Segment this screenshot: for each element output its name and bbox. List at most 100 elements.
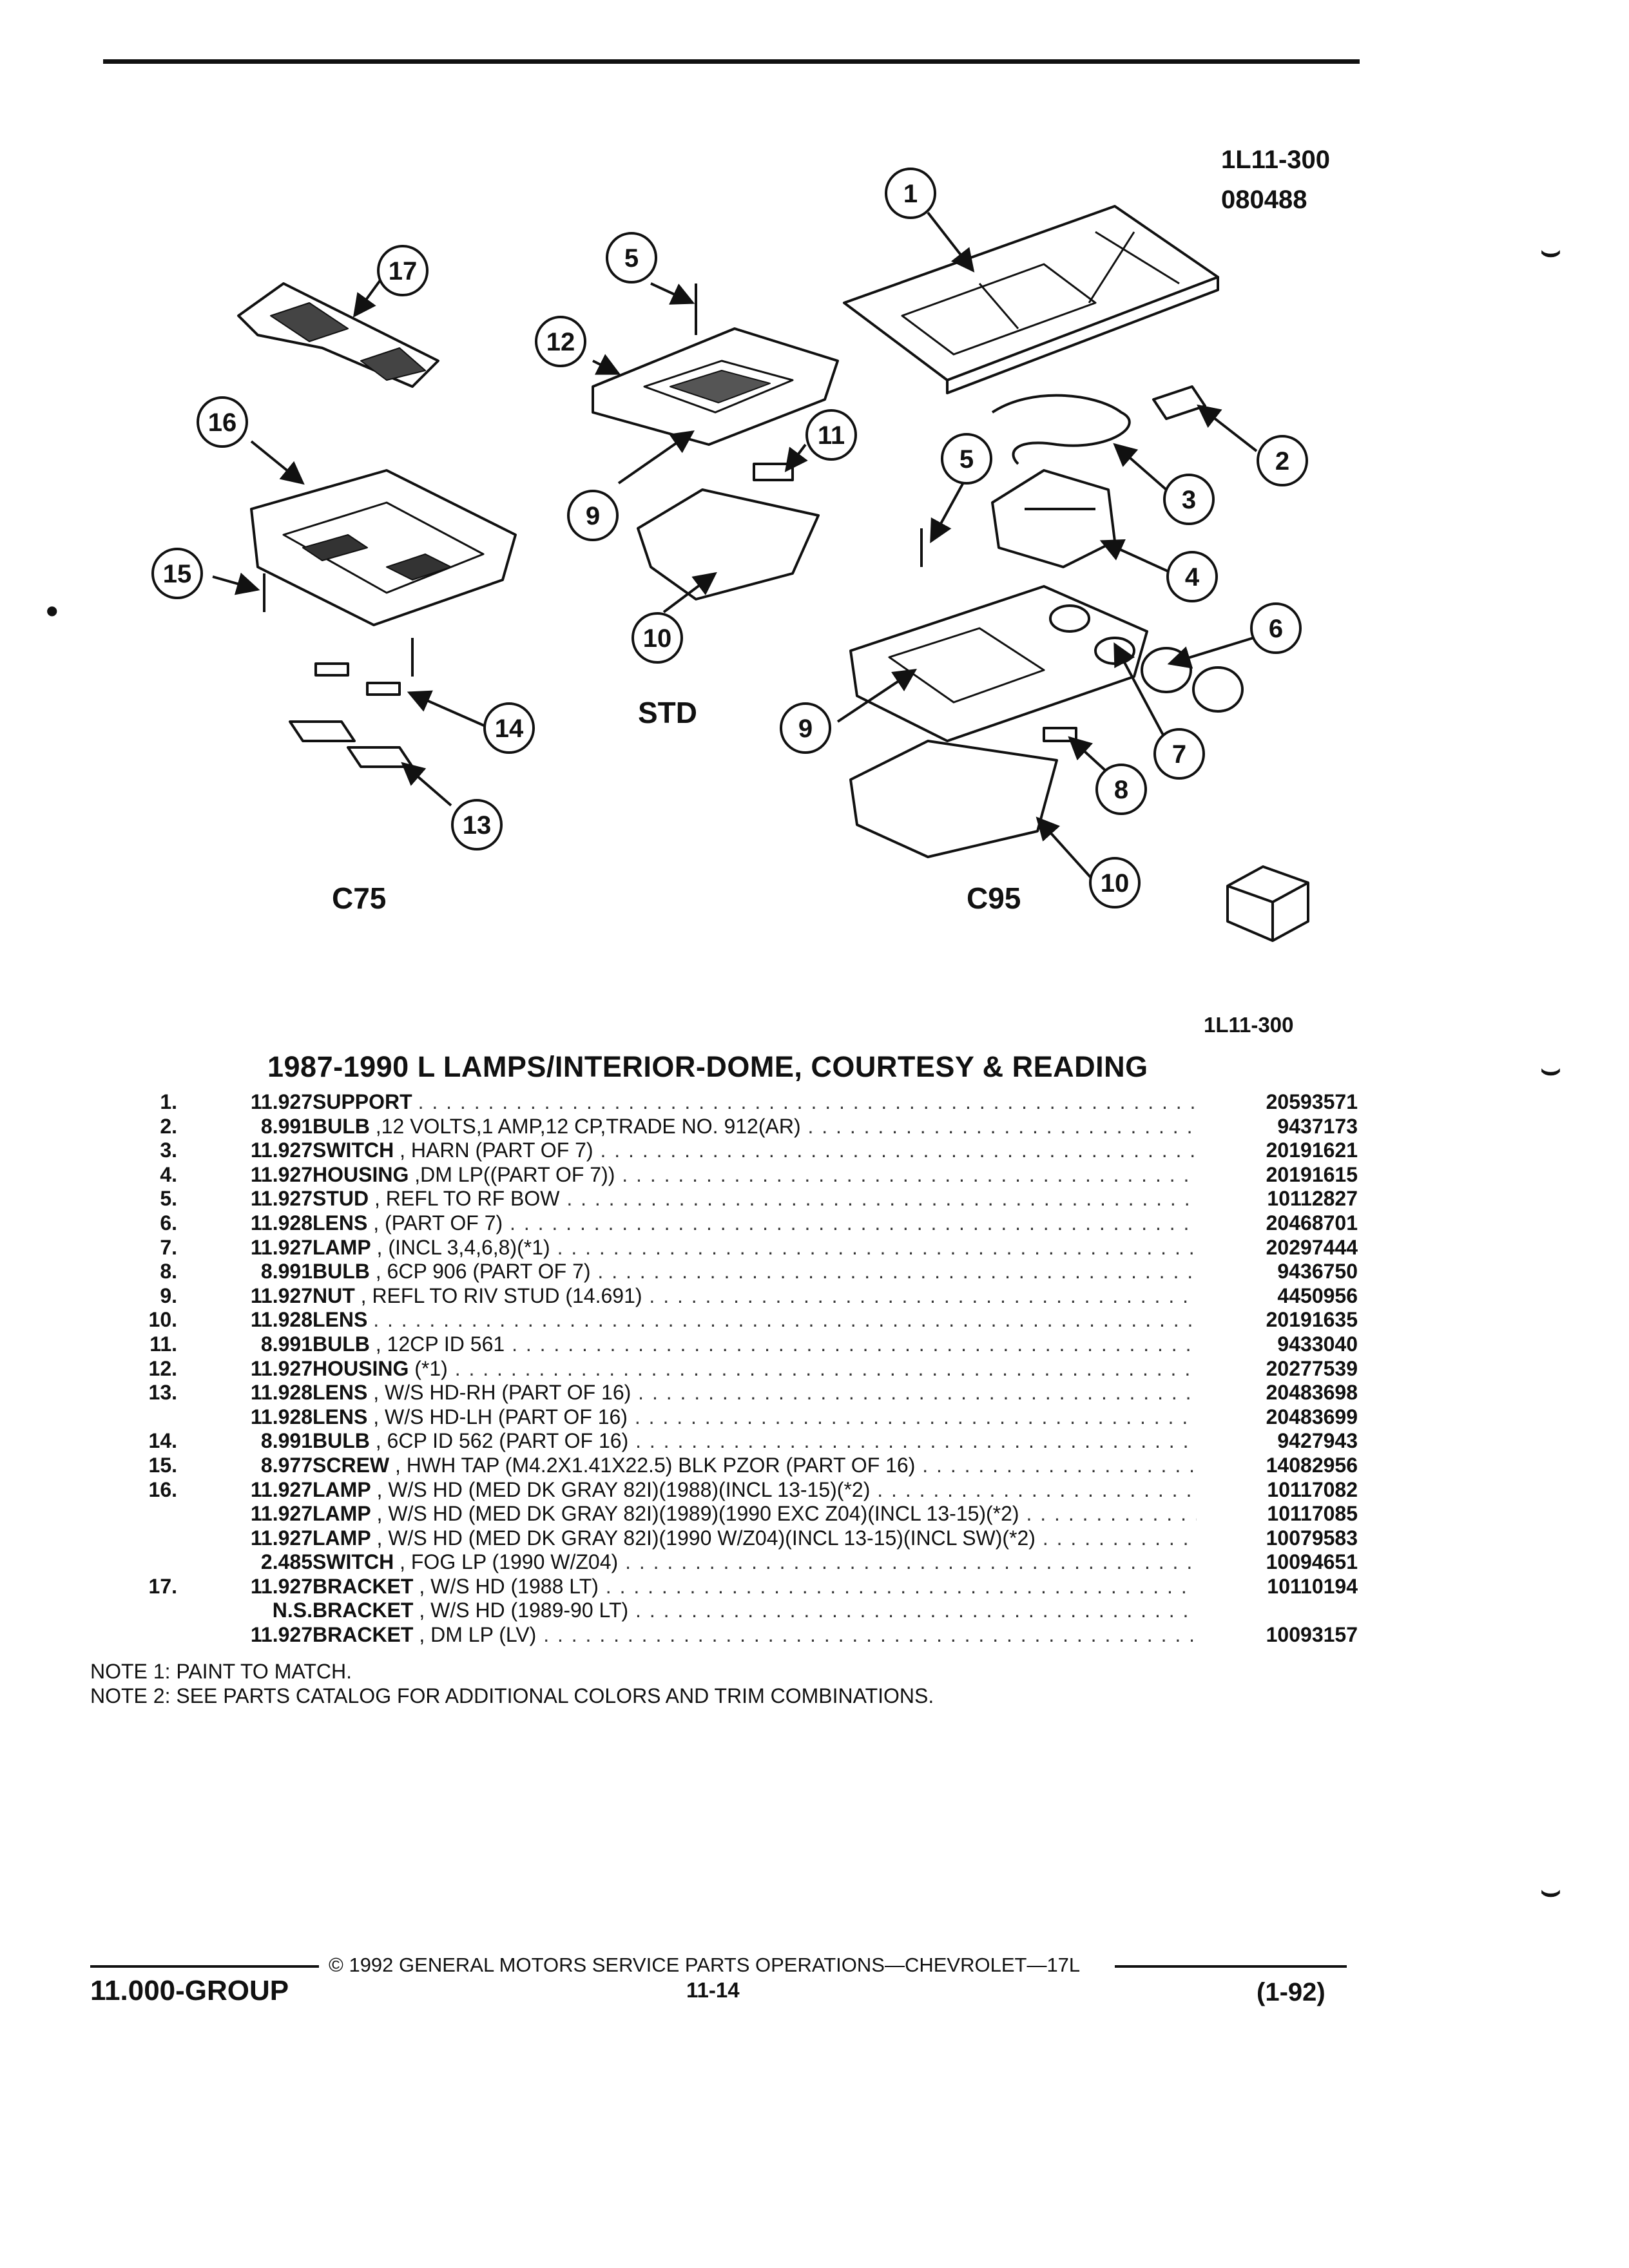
part-number: 20468701 [1266,1211,1358,1235]
leader-dots: . . . . . . . . . . . . . . . . . . . . … [622,1162,1197,1186]
callout-number: 2 [1275,447,1289,476]
part-spec: , W/S HD (MED DK GRAY 82I)(1989)(1990 EX… [376,1502,1019,1526]
leader-dots: . . . . . . . . . . . . . . . . . . . . … [638,1381,1197,1405]
group-number: 11.927 [250,1090,313,1113]
exploded-parts-diagram: 1 2 3 4 5 5 6 7 8 9 9 10 10 11 12 13 14 … [151,168,1309,942]
part-description: SUPPORT . . . . . . . . . . . . . . . . … [313,1090,1197,1115]
parts-row: N.S.BRACKET , W/S HD (1989-90 LT) . . . … [126,1599,1358,1623]
ref-code: 1L11-300 [1221,146,1331,174]
leader-dots: . . . . . . . . . . . . . . . . . . . . … [543,1623,1197,1647]
c95-label: C95 [967,881,1021,915]
part-spec: , HWH TAP (M4.2X1.41X22.5) BLK PZOR (PAR… [395,1453,916,1477]
part-name: BULB [313,1332,370,1356]
callout-number: 13 [463,811,492,840]
group-number: 11.927 [250,1187,313,1211]
part-name: LAMP [313,1502,371,1526]
callout-number: 8 [1114,776,1128,804]
edge-mark-top: ⌣ [1540,232,1561,269]
group-number: 11.927 [250,1502,313,1526]
item-number: 15. [148,1453,177,1477]
part-name: BRACKET [313,1623,414,1647]
part-number: 9427943 [1277,1429,1358,1453]
part-number: 10079583 [1266,1526,1358,1550]
callout-number: 5 [959,445,974,474]
part-name: SWITCH [313,1139,394,1162]
ref-date: 080488 [1221,186,1307,214]
callout-number: 6 [1269,615,1283,643]
callout-number: 9 [586,502,600,530]
group-number: 11.927 [250,1283,313,1307]
item-number: 10. [148,1308,177,1332]
leader-dots: . . . . . . . . . . . . . . . . . . . . … [454,1356,1197,1380]
part-spec: , W/S HD (MED DK GRAY 82I)(1990 W/Z04)(I… [376,1526,1036,1550]
leader-dots: . . . . . . . . . . . . . . . . . . . . … [605,1574,1197,1598]
leader-dots: . . . . . . . . . . . . . . . . . . . . … [625,1550,1197,1574]
section-title: 1987-1990 L LAMPS/INTERIOR-DOME, COURTES… [267,1050,1148,1083]
footer-rule-left [90,1965,319,1968]
note-line: NOTE 2: SEE PARTS CATALOG FOR ADDITIONAL… [90,1684,934,1707]
leader-dots: . . . . . . . . . . . . . . . . . . . . … [922,1453,1197,1477]
part-description: LENS . . . . . . . . . . . . . . . . . .… [313,1308,1197,1332]
part-description: HOUSING (*1) . . . . . . . . . . . . . .… [313,1357,1197,1381]
part-spec: , REFL TO RIV STUD (14.691) [360,1283,642,1307]
part-number: 10117082 [1267,1477,1358,1501]
dome-housing-part [991,469,1116,568]
part-number: 20593571 [1266,1090,1358,1113]
item-number: 4. [160,1162,177,1186]
group-number: 11.927 [250,1235,313,1259]
part-description: SWITCH , FOG LP (1990 W/Z04) . . . . . .… [313,1550,1197,1575]
item-number: 17. [148,1574,177,1598]
callout-number: 3 [1182,486,1196,514]
part-name: LAMP [313,1235,371,1259]
leader-dots: . . . . . . . . . . . . . . . . . . . . … [418,1090,1197,1113]
harness-part [991,394,1131,465]
leader-dots: . . . . . . . . . . . . . . . . . . . . … [597,1260,1197,1283]
part-description: STUD , REFL TO RF BOW . . . . . . . . . … [313,1187,1197,1211]
leader-dots: . . . . . . . . . . . . . . . . . . . . … [510,1211,1197,1235]
part-description: LAMP , W/S HD (MED DK GRAY 82I)(1988)(IN… [313,1478,1197,1503]
callout-number: 14 [495,715,524,743]
notes: NOTE 1: PAINT TO MATCH.NOTE 2: SEE PARTS… [90,1659,934,1708]
part-name: LAMP [313,1526,371,1550]
std-label: STD [638,696,697,729]
leader-dots: . . . . . . . . . . . . . . . . . . . . … [600,1139,1197,1162]
leader-dots: . . . . . . . . . . . . . . . . . . . . … [557,1235,1197,1259]
c95-lens-part [849,740,1058,858]
part-description: LAMP , W/S HD (MED DK GRAY 82I)(1989)(19… [313,1502,1197,1526]
item-number: 12. [148,1356,177,1380]
part-description: BULB , 6CP 906 (PART OF 7) . . . . . . .… [313,1260,1197,1284]
part-spec: , (INCL 3,4,6,8)(*1) [376,1235,550,1259]
callout-numbers: 1 2 3 4 5 5 6 7 8 9 9 10 10 11 12 13 14 … [163,180,1289,898]
part-name: BULB [313,1260,370,1283]
leader-dots: . . . . . . . . . . . . . . . . . . . . … [1026,1502,1197,1526]
page-ref-code: 1L11-300 [1204,1013,1294,1037]
part-number: 14082956 [1266,1453,1358,1477]
part-spec: , W/S HD-LH (PART OF 16) [373,1405,628,1428]
group-number: 11.927 [250,1623,313,1647]
part-spec: , 6CP 906 (PART OF 7) [375,1260,591,1283]
edge-mark-middle: ⌣ [1540,1050,1561,1088]
part-description: BRACKET , W/S HD (1988 LT) . . . . . . .… [313,1575,1197,1599]
part-spec: , W/S HD (1988 LT) [419,1574,599,1598]
leader-dots: . . . . . . . . . . . . . . . . . . . . … [635,1599,1197,1622]
part-description: NUT , REFL TO RIV STUD (14.691) . . . . … [313,1284,1197,1309]
part-name: LAMP [313,1477,371,1501]
group-number: 11.927 [250,1526,313,1550]
part-number: 20191635 [1266,1308,1358,1332]
part-name: SWITCH [313,1550,394,1574]
part-spec: , DM LP (LV) [419,1623,537,1647]
group-number: 11.927 [250,1477,313,1501]
part-description: HOUSING ,DM LP((PART OF 7)) . . . . . . … [313,1163,1197,1187]
group-number: 8.991 [260,1260,313,1283]
part-number: 10117085 [1267,1502,1358,1526]
part-name: BULB [313,1429,370,1453]
group-number: 8.991 [260,1332,313,1356]
footer-page-number: 11-14 [686,1978,740,2002]
